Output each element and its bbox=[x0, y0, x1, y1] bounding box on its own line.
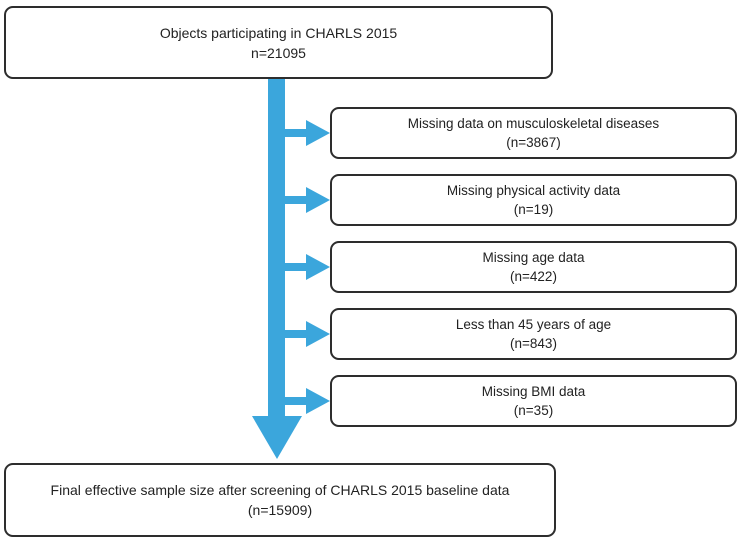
initial-sample-count: n=21095 bbox=[251, 44, 306, 61]
final-sample-label: Final effective sample size after screen… bbox=[50, 482, 510, 498]
flow-box-exclusion-physical-activity: Missing physical activity data (n=19) bbox=[330, 174, 737, 226]
branch-arrow-shaft bbox=[276, 129, 312, 137]
exclusion-label: Missing BMI data bbox=[481, 384, 586, 399]
flow-box-final-sample: Final effective sample size after screen… bbox=[4, 463, 556, 537]
flow-box-exclusion-bmi: Missing BMI data (n=35) bbox=[330, 375, 737, 427]
exclusion-label: Missing data on musculoskeletal diseases bbox=[407, 116, 660, 131]
right-arrow-head-icon bbox=[306, 388, 330, 414]
exclusion-count: (n=19) bbox=[513, 202, 554, 217]
exclusion-count: (n=422) bbox=[510, 269, 557, 284]
exclusion-count: (n=35) bbox=[513, 403, 554, 418]
right-arrow-head-icon bbox=[306, 321, 330, 347]
final-sample-count: (n=15909) bbox=[247, 502, 313, 518]
right-arrow-head-icon bbox=[306, 254, 330, 280]
right-arrow-head-icon bbox=[306, 187, 330, 213]
exclusion-label: Missing physical activity data bbox=[446, 183, 621, 198]
branch-arrow-shaft bbox=[276, 196, 312, 204]
flow-box-initial-sample: Objects participating in CHARLS 2015 n=2… bbox=[4, 6, 553, 79]
exclusion-count: (n=843) bbox=[510, 336, 557, 351]
exclusion-count: (n=3867) bbox=[506, 135, 561, 150]
exclusion-label: Less than 45 years of age bbox=[455, 317, 612, 332]
branch-arrow-shaft bbox=[276, 397, 312, 405]
branch-arrow-shaft bbox=[276, 330, 312, 338]
flow-box-exclusion-musculoskeletal: Missing data on musculoskeletal diseases… bbox=[330, 107, 737, 159]
down-arrow-head-icon bbox=[252, 416, 302, 459]
flow-box-exclusion-under-45: Less than 45 years of age (n=843) bbox=[330, 308, 737, 360]
right-arrow-head-icon bbox=[306, 120, 330, 146]
branch-arrow-shaft bbox=[276, 263, 312, 271]
exclusion-label: Missing age data bbox=[482, 250, 585, 265]
flow-box-exclusion-age-data: Missing age data (n=422) bbox=[330, 241, 737, 293]
initial-sample-label: Objects participating in CHARLS 2015 bbox=[159, 24, 398, 41]
